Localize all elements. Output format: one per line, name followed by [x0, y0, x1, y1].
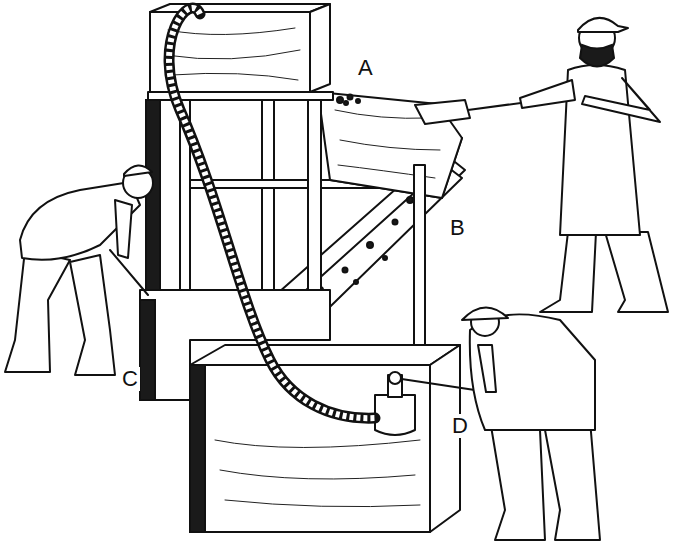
part-letter: A [356, 56, 375, 80]
torso [20, 182, 140, 260]
leg [5, 250, 70, 372]
miner-raking [5, 165, 153, 375]
miner-shoveling [415, 18, 668, 312]
pump [375, 395, 415, 435]
tank-top [150, 4, 330, 12]
gravel [337, 95, 360, 106]
leg [545, 420, 600, 540]
arm [582, 78, 660, 122]
tank-rim [190, 345, 460, 365]
sump-shadow [190, 365, 205, 532]
hopper-edge [330, 138, 462, 198]
leg [540, 232, 596, 312]
wood-grain [215, 440, 420, 507]
leg [605, 232, 668, 312]
sump-side [430, 345, 460, 532]
leg [70, 255, 115, 375]
part-letter: D [450, 414, 470, 438]
miner-pumping [462, 307, 600, 540]
part-letter: C [120, 367, 140, 391]
cap [578, 18, 628, 32]
trough-shadow [140, 300, 155, 400]
wood-grain [165, 28, 300, 80]
tank-side [310, 4, 330, 92]
sump-box [190, 365, 430, 532]
arm [478, 345, 496, 392]
arm [115, 200, 132, 258]
hose [169, 8, 375, 418]
hat [462, 307, 508, 320]
hose-ribs [169, 8, 375, 418]
beard [580, 45, 614, 67]
cap [124, 165, 152, 176]
arm [520, 80, 575, 108]
pump-pivot [389, 372, 401, 384]
part-letter: B [448, 216, 467, 240]
leg [490, 420, 545, 540]
shovel-blade [415, 100, 470, 124]
frame-post [414, 165, 425, 355]
